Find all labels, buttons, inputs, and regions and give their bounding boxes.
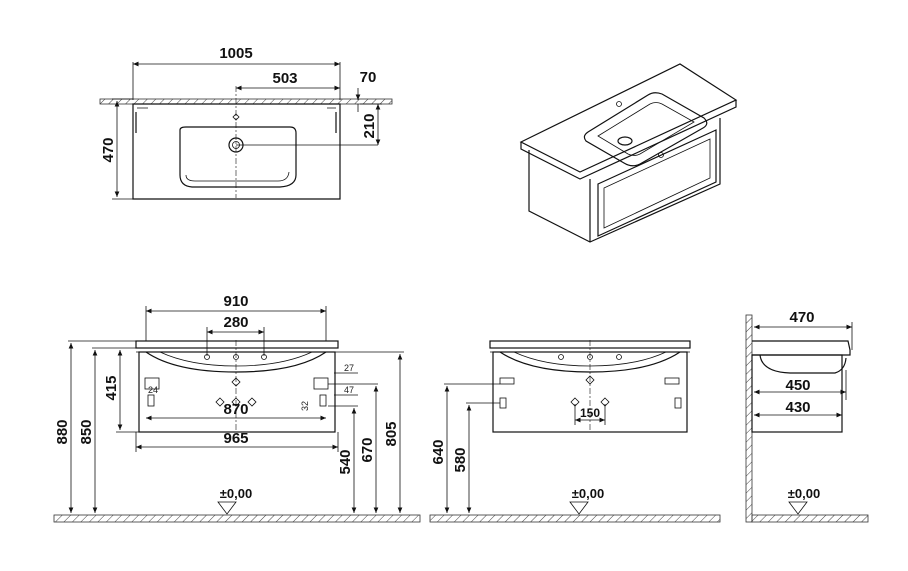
floor-level-icon-2 [569, 501, 589, 515]
dim-47: 47 [344, 385, 354, 395]
dim-32: 32 [300, 401, 310, 411]
dim-to-tap: 503 [272, 70, 297, 87]
dim-880: 880 [54, 419, 71, 444]
dim-depth-top: 470 [100, 137, 117, 162]
floor-label-front2: ±0,00 [572, 486, 604, 501]
cabinet-front [138, 351, 336, 433]
dim-width-top: 1005 [219, 45, 252, 62]
dim-overall-width: 965 [223, 430, 248, 447]
wall-hatch-top [99, 98, 393, 105]
side-view: 470 450 430 ±0,00 [745, 309, 869, 523]
dim-side-depth: 470 [789, 309, 814, 326]
floor-label-side: ±0,00 [788, 486, 820, 501]
front-view-2: 150 640 580 ±0,00 [429, 340, 721, 523]
dim-27: 27 [344, 363, 354, 373]
dim-basin-width: 910 [223, 293, 248, 310]
dim-580: 580 [452, 447, 469, 472]
dim-tap-depth: 210 [361, 113, 378, 138]
basin-outline-top [132, 103, 341, 200]
floor-level-icon [217, 501, 237, 515]
dim-side-basin: 450 [785, 377, 810, 394]
front-view: 910 280 870 965 24 27 47 32 880 850 415 [53, 293, 421, 523]
bowl-outline-top [179, 126, 297, 188]
isometric-view [519, 63, 738, 243]
dim-side-cabinet: 430 [785, 399, 810, 416]
dim-540: 540 [337, 449, 354, 474]
dim-415: 415 [103, 375, 120, 400]
dim-850: 850 [78, 419, 95, 444]
floor-hatch-side [751, 514, 869, 523]
dim-640: 640 [430, 439, 447, 464]
floor-level-icon-3 [788, 501, 808, 515]
wall-hatch-side [745, 314, 753, 523]
dim-centers: 150 [580, 406, 600, 420]
floor-label-front: ±0,00 [220, 486, 252, 501]
dim-24: 24 [148, 385, 158, 395]
top-view: 1005 503 70 210 470 [99, 45, 393, 200]
dim-holes: 280 [223, 314, 248, 331]
floor-hatch-front2 [429, 514, 721, 523]
dim-inner-width: 870 [223, 401, 248, 418]
drain-iso-icon [617, 136, 633, 146]
floor-hatch-front [53, 514, 421, 523]
handle-icon [658, 152, 664, 158]
dim-670: 670 [359, 437, 376, 462]
dim-805: 805 [383, 421, 400, 446]
dim-rim: 70 [360, 69, 377, 86]
